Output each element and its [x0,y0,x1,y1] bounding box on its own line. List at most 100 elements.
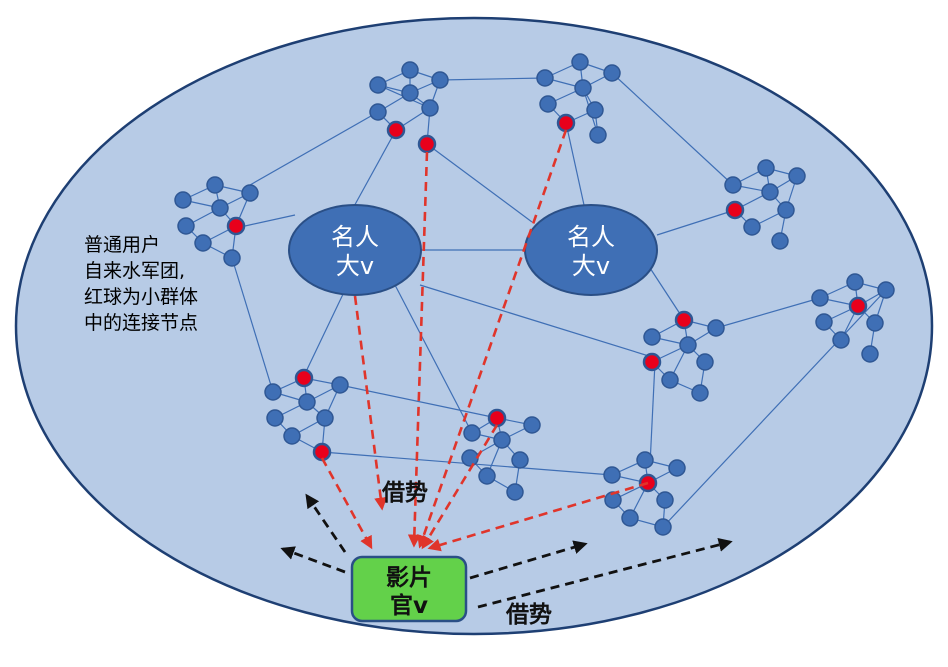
hub-label-line1: 名人 [331,223,379,251]
celebrity-hub-right: 名人 大v [524,204,658,296]
user-node [316,409,334,427]
user-node [788,167,806,185]
user-node [724,176,742,194]
connector-node [642,352,662,372]
note-line: 红球为小群体 [84,286,199,308]
note-line: 普通用户 [84,234,161,256]
borrow-arrows [320,129,649,552]
user-node [206,176,224,194]
connector-node [674,310,694,330]
borrow-label: 借势 [505,602,552,628]
user-node [668,459,686,477]
user-node [846,273,864,291]
user-node [743,218,761,236]
film-label-line2: 官v [390,592,428,619]
user-cluster [536,53,621,144]
connector-node [294,368,314,388]
user-node [777,201,795,219]
connector-node [725,200,745,220]
user-node [877,281,895,299]
user-node [493,431,511,449]
hub-label-line2: 大v [336,252,374,280]
user-node [691,384,709,402]
user-node [589,126,607,144]
user-node [421,99,439,117]
borrow-label: 借势 [381,480,428,506]
user-node [478,467,496,485]
celebrity-hub-left: 名人 大v [288,204,422,296]
user-node [811,289,829,307]
connector-node [312,442,332,462]
user-cluster [642,310,725,402]
user-node [654,518,672,536]
user-node [283,427,301,445]
user-node [369,103,387,121]
connector-node [226,216,246,236]
user-node [211,199,229,217]
user-node [331,376,349,394]
film-label-line1: 影片 [386,565,432,591]
user-node [621,509,639,527]
user-node [636,451,654,469]
user-node [523,416,541,434]
user-node [298,393,316,411]
user-node [461,449,479,467]
user-node [832,331,850,349]
user-node [586,101,604,119]
hub-label-line2: 大v [572,252,610,280]
user-node [603,64,621,82]
user-node [757,159,775,177]
user-cluster [724,159,806,250]
connector-node [386,120,406,140]
community-ellipse [14,16,934,636]
user-node [264,383,282,401]
user-node [401,61,419,79]
hub-label-line1: 名人 [567,223,615,251]
user-node [574,79,592,97]
user-node [571,53,589,71]
connector-node [417,134,437,154]
user-node [194,234,212,252]
user-node [177,217,195,235]
user-node [761,183,779,201]
user-node [431,71,449,89]
user-cluster [603,451,686,536]
user-node [536,69,554,87]
user-node [603,466,621,484]
outward-arrows [280,493,733,609]
user-node [656,491,674,509]
user-node [815,313,833,331]
user-node [696,353,714,371]
connector-node [556,113,576,133]
user-node [866,314,884,332]
connector-node [848,296,868,316]
user-node [861,345,879,363]
user-node [679,336,697,354]
note-line: 中的连接节点 [84,312,199,334]
user-cluster [369,61,449,154]
user-node [506,483,524,501]
user-node [511,451,529,469]
connector-node [487,408,507,428]
note-line: 自来水军团, [84,260,186,282]
user-node [707,319,725,337]
film-official-box: 影片 官v [350,555,468,623]
user-node [661,371,679,389]
network-edges [231,72,887,528]
user-node [266,409,284,427]
user-node [539,95,557,113]
user-node [771,232,789,250]
user-node [369,76,387,94]
user-node [174,191,192,209]
user-node [401,84,419,102]
user-node [241,184,259,202]
legend-note: 普通用户 自来水军团, 红球为小群体 中的连接节点 [84,232,234,336]
user-node [643,328,661,346]
user-cluster [811,273,895,363]
user-node [463,424,481,442]
user-node [223,249,241,267]
user-cluster [174,176,259,267]
user-node [604,491,622,509]
